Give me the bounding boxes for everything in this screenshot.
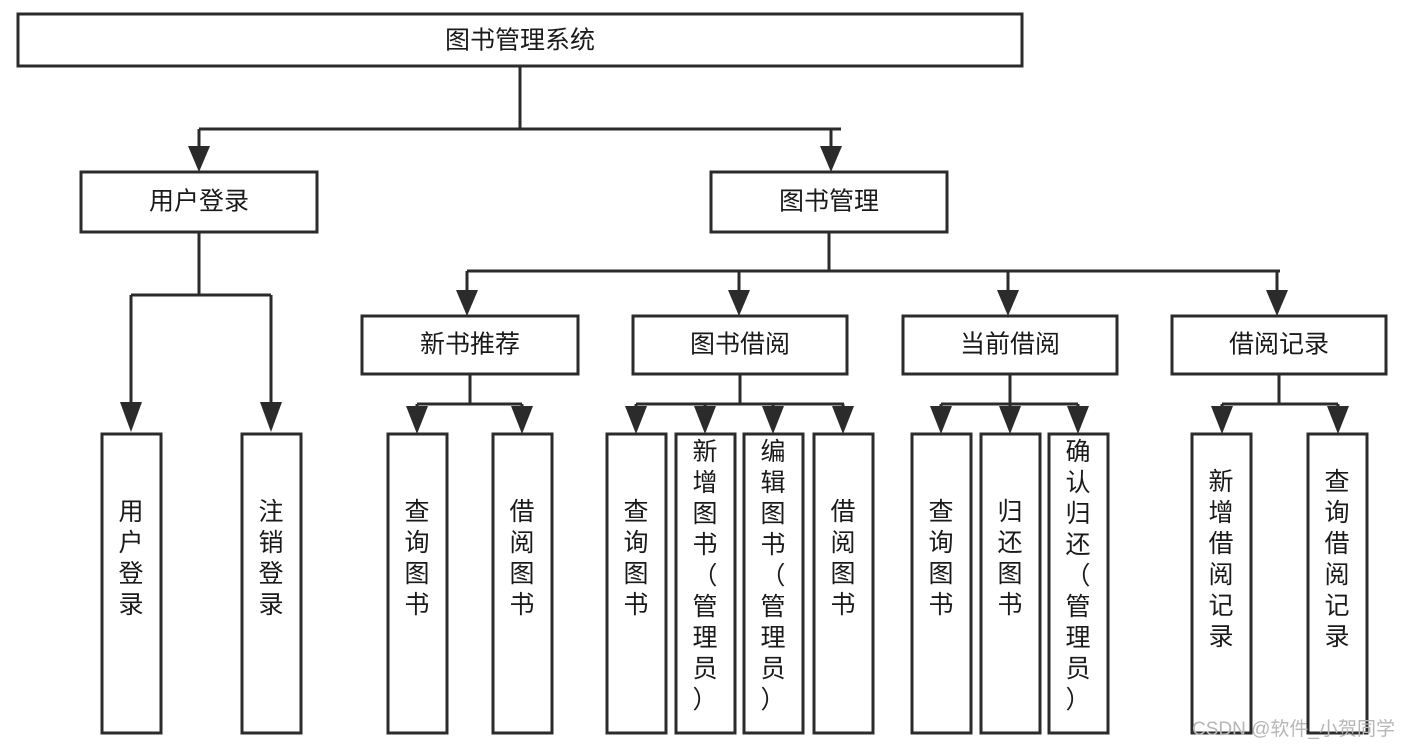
node-leaf-query-book-1-box[interactable] (386, 432, 449, 735)
node-leaf-return-book-label: 归还图书 (997, 498, 1022, 619)
node-leaf-edit-book[interactable]: 编辑图书（管理员） (742, 432, 805, 735)
node-leaf-user-login[interactable]: 用户登录 (100, 432, 163, 735)
connector-group-login (120, 232, 282, 432)
arrow-head-icon (762, 406, 784, 434)
node-leaf-query-record-box[interactable] (1306, 432, 1369, 735)
node-root-box[interactable] (16, 12, 1024, 68)
node-leaf-query-record[interactable]: 查询借阅记录 (1306, 432, 1369, 735)
node-newbook-box[interactable] (360, 314, 580, 376)
node-leaf-add-record-box[interactable] (1190, 432, 1253, 735)
node-leaf-add-book-label: 新增图书（管理员） (692, 438, 717, 714)
connector-group-borrow (625, 374, 854, 434)
node-leaf-add-record-label: 新增借阅记录 (1208, 468, 1233, 651)
node-leaf-query-book-2-label: 查询图书 (623, 498, 648, 619)
node-borrow-box[interactable] (631, 314, 849, 376)
node-leaf-return-book-box[interactable] (979, 432, 1042, 735)
arrow-head-icon (930, 406, 952, 434)
arrow-head-icon (997, 290, 1019, 316)
node-leaf-return-book[interactable]: 归还图书 (979, 432, 1042, 735)
node-leaf-query-book-2[interactable]: 查询图书 (605, 432, 668, 735)
node-records-box[interactable] (1170, 314, 1388, 376)
node-borrow-label: 图书借阅 (690, 331, 790, 359)
arrow-head-icon (1327, 406, 1349, 434)
node-leaf-query-book-1[interactable]: 查询图书 (386, 432, 449, 735)
connector-group-bookmgmt (456, 232, 1288, 316)
node-newbook[interactable]: 新书推荐 (360, 314, 580, 376)
node-login[interactable]: 用户登录 (79, 170, 319, 234)
node-leaf-edit-book-box[interactable] (742, 432, 805, 735)
node-leaf-add-book-box[interactable] (674, 432, 737, 735)
node-current-box[interactable] (901, 314, 1119, 376)
arrow-head-icon (260, 402, 282, 432)
arrow-head-icon (999, 406, 1021, 434)
node-leaf-user-logout[interactable]: 注销登录 (240, 432, 303, 735)
node-leaf-user-logout-box[interactable] (240, 432, 303, 735)
node-leaf-query-book-3-box[interactable] (910, 432, 973, 735)
node-leaf-add-record[interactable]: 新增借阅记录 (1190, 432, 1253, 735)
node-current-label: 当前借阅 (960, 331, 1060, 359)
arrow-head-icon (1067, 406, 1089, 434)
node-newbook-label: 新书推荐 (420, 331, 520, 359)
arrow-head-icon (728, 290, 750, 316)
arrow-head-icon (694, 406, 716, 434)
node-leaf-confirm-return[interactable]: 确认归还（管理员） (1047, 432, 1110, 735)
arrow-head-icon (820, 146, 842, 172)
arrow-head-icon (1266, 290, 1288, 316)
arrow-head-icon (120, 402, 142, 432)
node-root-label: 图书管理系统 (445, 27, 595, 55)
node-leaf-borrow-book-2-box[interactable] (812, 432, 875, 735)
node-records-label: 借阅记录 (1229, 331, 1329, 359)
arrow-head-icon (1211, 406, 1233, 434)
node-leaf-query-book-1-label: 查询图书 (404, 498, 429, 619)
node-root[interactable]: 图书管理系统 (16, 12, 1024, 68)
arrow-head-icon (188, 146, 210, 172)
connector-group-newbook (406, 374, 533, 434)
node-leaf-confirm-return-box[interactable] (1047, 432, 1110, 735)
node-leaf-user-logout-label: 注销登录 (258, 498, 283, 619)
arrow-head-icon (456, 290, 478, 316)
arrow-head-icon (625, 406, 647, 434)
node-leaf-edit-book-label: 编辑图书（管理员） (760, 438, 785, 714)
node-leaf-confirm-return-label: 确认归还（管理员） (1065, 438, 1090, 714)
node-leaf-borrow-book-2-label: 借阅图书 (830, 498, 855, 619)
node-leaf-query-book-3-label: 查询图书 (928, 498, 953, 619)
connector-group-current (930, 374, 1089, 434)
node-login-label: 用户登录 (149, 188, 249, 216)
node-leaf-query-record-label: 查询借阅记录 (1324, 468, 1349, 651)
node-leaf-user-login-box[interactable] (100, 432, 163, 735)
node-leaf-query-book-3[interactable]: 查询图书 (910, 432, 973, 735)
node-leaf-add-book[interactable]: 新增图书（管理员） (674, 432, 737, 735)
connector-group-records (1211, 374, 1349, 434)
node-bookmgmt-label: 图书管理 (779, 188, 879, 216)
node-borrow[interactable]: 图书借阅 (631, 314, 849, 376)
node-current[interactable]: 当前借阅 (901, 314, 1119, 376)
node-records[interactable]: 借阅记录 (1170, 314, 1388, 376)
arrow-head-icon (832, 406, 854, 434)
node-leaf-borrow-book-1-label: 借阅图书 (509, 498, 534, 619)
arrow-head-icon (406, 406, 428, 434)
node-bookmgmt-box[interactable] (709, 170, 949, 234)
node-leaf-query-book-2-box[interactable] (605, 432, 668, 735)
node-leaf-borrow-book-1-box[interactable] (491, 432, 554, 735)
arrow-head-icon (511, 406, 533, 434)
node-bookmgmt[interactable]: 图书管理 (709, 170, 949, 234)
node-login-box[interactable] (79, 170, 319, 234)
node-leaf-user-login-label: 用户登录 (118, 498, 143, 619)
connector-group-root (188, 66, 842, 172)
node-leaf-borrow-book-1[interactable]: 借阅图书 (491, 432, 554, 735)
node-leaf-borrow-book-2[interactable]: 借阅图书 (812, 432, 875, 735)
